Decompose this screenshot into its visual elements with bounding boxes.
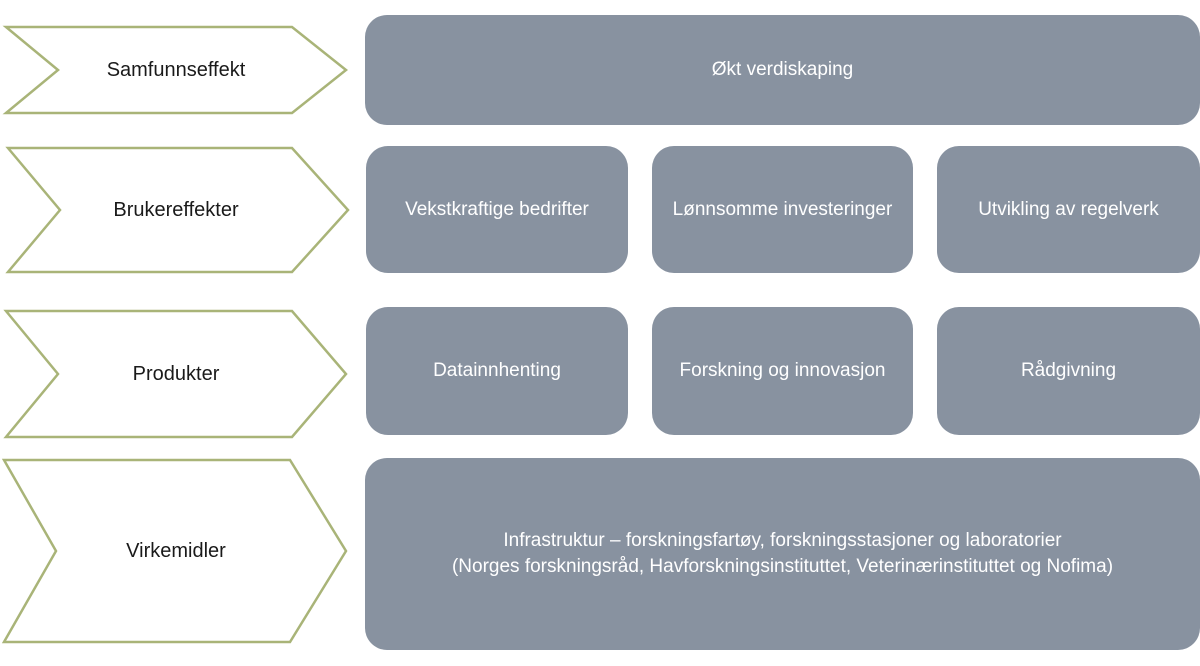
level-label: Samfunnseffekt (106, 58, 246, 81)
box-text: Vekstkraftige bedrifter (405, 198, 589, 220)
box-vekstkraftige-bedrifter: Vekstkraftige bedrifter (366, 146, 628, 273)
box-text: Utvikling av regelverk (978, 198, 1159, 220)
level-samfunnseffekt-chevron: Samfunnseffekt (0, 25, 352, 115)
level-label: Produkter (132, 362, 220, 385)
chevron-arrow-shape (1, 458, 348, 644)
chevron-arrow-shape (3, 309, 348, 439)
box-forskning-og-innovasjon: Forskning og innovasjon (652, 307, 913, 435)
box-text-line-1: Infrastruktur – forskningsfartøy, forskn… (503, 530, 1062, 552)
box-infrastruktur: Infrastruktur – forskningsfartøy, forskn… (365, 458, 1200, 650)
level-virkemidler-chevron: Virkemidler (0, 458, 352, 644)
box-text: Datainnhenting (433, 360, 561, 382)
box-text: Forskning og innovasjon (679, 360, 886, 382)
box-text: Økt verdiskaping (711, 59, 854, 81)
box-text: Rådgivning (1020, 360, 1117, 382)
box-utvikling-av-regelverk: Utvikling av regelverk (937, 146, 1200, 273)
level-produkter-chevron: Produkter (0, 309, 352, 439)
level-label: Virkemidler (126, 539, 226, 562)
box-text: Lønnsomme investeringer (672, 198, 893, 220)
box-text-line-2: (Norges forskningsråd, Havforskningsinst… (451, 556, 1114, 577)
box-radgivning: Rådgivning (937, 307, 1200, 435)
level-label: Brukereffekter (113, 198, 239, 221)
box-lonnsomme-investeringer: Lønnsomme investeringer (652, 146, 913, 273)
chevron-arrow-shape (2, 25, 349, 115)
chevron-arrow-shape (5, 146, 350, 274)
box-okt-verdiskaping: Økt verdiskaping (365, 15, 1200, 125)
level-brukereffekter-chevron: Brukereffekter (0, 146, 352, 274)
box-datainnhenting: Datainnhenting (366, 307, 628, 435)
